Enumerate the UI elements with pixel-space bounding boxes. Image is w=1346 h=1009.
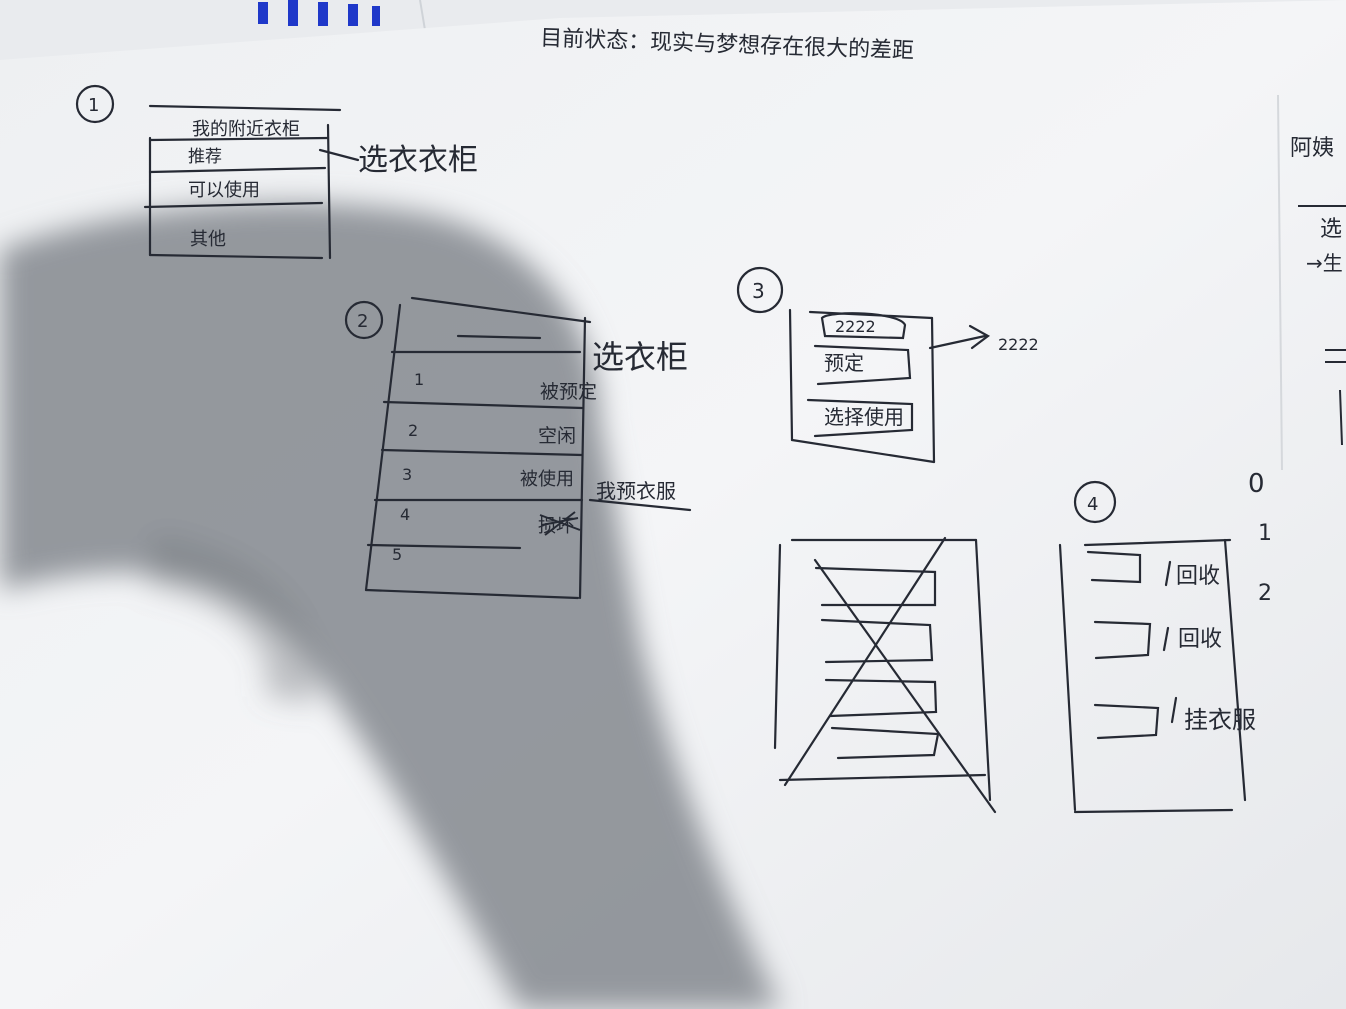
hand-shadow — [0, 202, 780, 1009]
margin-number-0: 0 — [1248, 469, 1265, 499]
sketch-2-label-3: 被使用 — [520, 469, 574, 490]
right-edge-note-1: 阿姨 — [1290, 136, 1334, 161]
right-edge-note-2: 选 — [1320, 217, 1342, 242]
sketch-2-index-2: 2 — [408, 421, 418, 440]
sketch-1-row-3: 可以使用 — [188, 180, 260, 201]
sketch-2-index-5: 5 — [392, 545, 402, 564]
sketch-3-number: 3 — [752, 279, 765, 303]
sketch-4-row-2: 回收 — [1178, 627, 1222, 652]
sketch-1-number: 1 — [88, 95, 99, 116]
sketch-3-arrow-label: 2222 — [998, 335, 1039, 354]
sketch-1 — [75, 84, 360, 260]
margin-number-1: 1 — [1258, 521, 1272, 546]
sketch-4-number: 4 — [1087, 494, 1098, 515]
sketch-2-number: 2 — [357, 311, 368, 332]
sketch-3-row-1: 2222 — [835, 317, 876, 336]
sketch-2-label-2: 空闲 — [538, 425, 576, 447]
right-edge-note-3: →生 — [1306, 251, 1343, 275]
sketch-1-row-1: 我的附近衣柜 — [192, 119, 300, 140]
sketch-3-row-2: 预定 — [824, 351, 864, 375]
sketch-2-index-4: 4 — [400, 505, 410, 524]
sketch-3 — [736, 266, 991, 464]
scribble-damaged — [539, 511, 581, 536]
sketch-1-circle — [75, 84, 115, 124]
sketch-1-row-2: 推荐 — [188, 147, 222, 167]
sketch-3-row-3: 选择使用 — [824, 405, 904, 429]
sketch-2-side-note: 我预衣服 — [596, 479, 676, 503]
sketch-1-row-4: 其他 — [190, 229, 226, 250]
right-sheet-edge — [1277, 94, 1283, 471]
sketch-4-row-1: 回收 — [1176, 564, 1220, 589]
sketch-4 — [1058, 480, 1247, 814]
crossed-out-sketch — [773, 536, 997, 814]
sketch-4-row-3: 挂衣服 — [1184, 706, 1256, 734]
blue-marker-strokes — [258, 0, 380, 26]
sketch-2-label-1: 被预定 — [540, 381, 597, 403]
right-edge-marks — [1325, 349, 1346, 446]
sketch-2-index-3: 3 — [402, 465, 412, 484]
sketch-2-annotation: 选衣柜 — [592, 338, 688, 376]
sketch-2 — [344, 296, 692, 600]
sketch-1-annotation: 选衣衣柜 — [358, 143, 478, 178]
sketch-2-index-1: 1 — [414, 370, 424, 389]
margin-number-2: 2 — [1258, 581, 1272, 606]
